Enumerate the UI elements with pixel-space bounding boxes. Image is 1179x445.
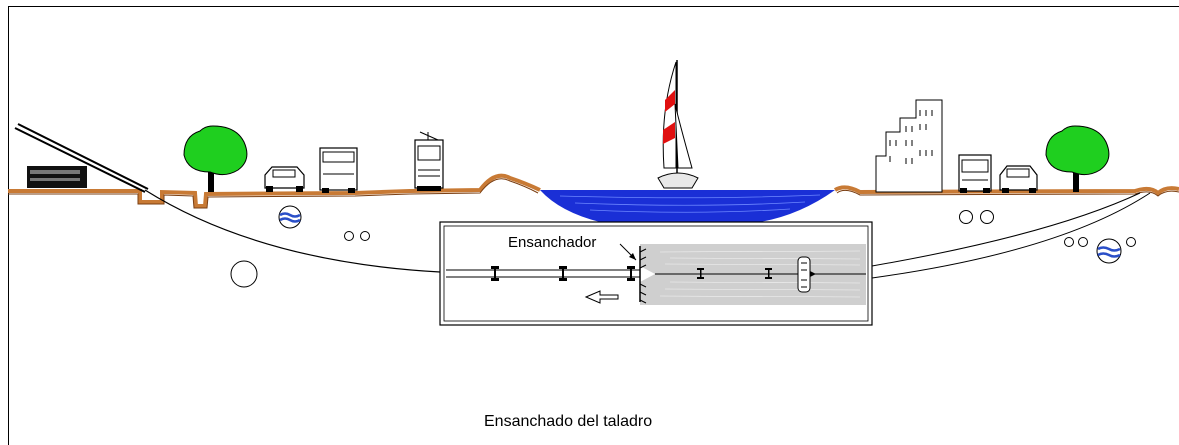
- car-icon: [264, 166, 305, 192]
- arrow-left-icon: [584, 290, 619, 304]
- drill-path: [144, 189, 441, 273]
- reamed-path-upper: [871, 192, 1141, 267]
- conduit-icon: [230, 210, 1136, 288]
- swivel-icon: [797, 256, 816, 293]
- reamer-label: Ensanchador: [508, 234, 596, 251]
- diagram-caption: Ensanchado del taladro: [484, 413, 652, 430]
- sailboat-icon: [657, 60, 699, 189]
- tree-icon: [1045, 125, 1110, 192]
- water-pipe-icon: [278, 205, 302, 229]
- truck-icon: [319, 147, 358, 193]
- reamer-icon: [639, 246, 647, 304]
- buildings-icon: [875, 99, 943, 193]
- ground-surface: [8, 173, 1179, 208]
- rod-joints: [491, 266, 772, 281]
- bus-icon: [958, 154, 992, 193]
- car-icon: [999, 165, 1038, 193]
- tree-icon: [183, 125, 248, 192]
- reamed-path-lower: [871, 192, 1151, 279]
- river: [540, 190, 835, 222]
- river-waves: [559, 194, 821, 213]
- water-pipe-icon: [1096, 238, 1122, 264]
- diagram-border: [8, 6, 1179, 445]
- tram-icon: [414, 131, 444, 191]
- drill-rod: [446, 269, 866, 278]
- drill-rig-icon: [14, 123, 149, 193]
- reamed-texture: [659, 250, 861, 298]
